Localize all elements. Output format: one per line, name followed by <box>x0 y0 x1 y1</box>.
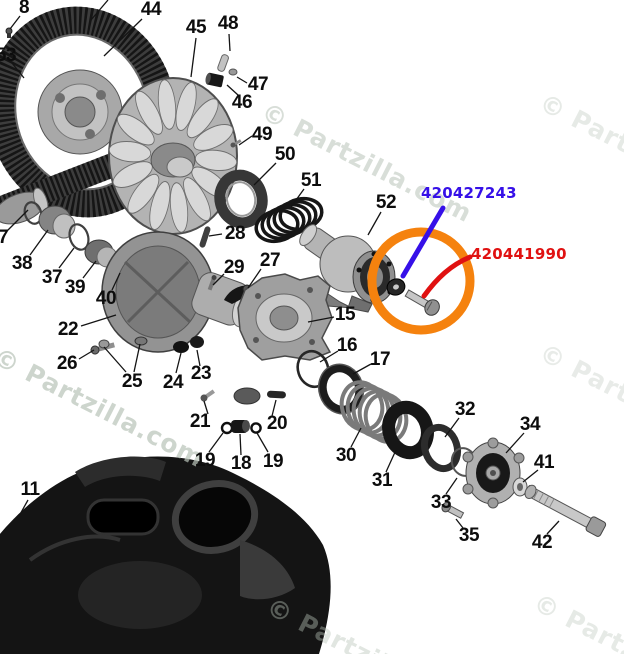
leader-lines <box>6 0 560 535</box>
pin-48 <box>217 54 229 72</box>
roller-46 <box>205 72 224 88</box>
screw-21 <box>200 389 215 402</box>
o-ring-19b <box>250 422 262 434</box>
part-label-40: 40 <box>95 288 117 309</box>
bushing-38 <box>38 205 76 239</box>
part-label-32: 32 <box>454 399 476 420</box>
ring-50 <box>214 169 268 229</box>
part-label-51: 51 <box>300 170 322 191</box>
part-label-29: 29 <box>223 257 245 278</box>
part-label-37: 37 <box>41 267 63 288</box>
screw-29 <box>207 275 217 291</box>
part-label-17: 17 <box>369 349 391 370</box>
part-label-33: 33 <box>430 492 452 513</box>
part-label-52: 52 <box>375 192 397 213</box>
highlight-annotations <box>367 205 475 335</box>
part-label-30: 30 <box>335 445 357 466</box>
part-label-39: 39 <box>64 277 86 298</box>
part-label-50: 50 <box>274 144 296 165</box>
part-label-46: 46 <box>231 92 253 113</box>
part-label-18: 18 <box>230 453 252 474</box>
part-label-42: 42 <box>531 532 553 553</box>
o-ring-7 <box>23 201 43 225</box>
part-label-23: 23 <box>190 363 212 384</box>
part-number-red: 420441990 <box>471 245 567 263</box>
cvt-cover <box>0 456 331 654</box>
part-label-44: 44 <box>140 0 162 20</box>
screw-49 <box>230 139 242 148</box>
spider-15 <box>237 273 333 361</box>
part-label-16: 16 <box>336 335 358 356</box>
pressure-plate-34 <box>462 437 525 509</box>
part-label-20: 20 <box>266 413 288 434</box>
part-label-21: 21 <box>189 411 211 432</box>
part-label-38: 38 <box>11 253 33 274</box>
part-label-19b: 19 <box>262 451 284 472</box>
part-label-24: 24 <box>162 372 184 393</box>
pin-20 <box>266 390 286 399</box>
part-label-22: 22 <box>57 319 79 340</box>
part-label-26: 26 <box>56 353 78 374</box>
spring-51 <box>254 196 324 244</box>
red-pointer-curve <box>421 254 473 299</box>
damper-31 <box>382 400 434 460</box>
part-label-15: 15 <box>334 304 356 325</box>
primary-sheave <box>108 77 238 235</box>
part-label-45: 45 <box>185 17 207 38</box>
o-ring-19a <box>220 421 234 435</box>
hub-stub <box>233 387 261 405</box>
part-label-35: 35 <box>458 525 480 546</box>
washer-25b <box>134 336 148 346</box>
highlight-circle <box>367 227 475 335</box>
part-number-blue: 420427243 <box>421 184 517 202</box>
part-label-34: 34 <box>519 414 541 435</box>
bolt-35 <box>441 501 465 519</box>
part-label-8: 8 <box>18 0 30 18</box>
part-label-31: 31 <box>371 470 393 491</box>
crank-hub <box>37 69 123 155</box>
part-label-19a: 19 <box>194 450 216 471</box>
washer-25a <box>98 339 110 349</box>
roller-18 <box>231 420 250 433</box>
washer-41 <box>512 477 528 497</box>
pin-28 <box>199 226 211 248</box>
screw-8 <box>5 27 13 38</box>
washer-420427243 <box>386 278 406 296</box>
part-label-11: 11 <box>20 479 40 500</box>
washer-47 <box>228 68 238 76</box>
part-label-41: 41 <box>533 452 555 473</box>
bolt-420441990 <box>404 289 440 316</box>
part-label-47: 47 <box>247 74 269 95</box>
blue-pointer-line <box>400 205 446 279</box>
part-label-27: 27 <box>259 250 281 271</box>
part-label-28: 28 <box>224 223 246 244</box>
shaft-42 <box>523 484 607 537</box>
bushing-39 <box>84 239 118 268</box>
part-label-25: 25 <box>121 371 143 392</box>
fixed-sheave-22 <box>101 231 258 353</box>
part-label-48: 48 <box>217 13 239 34</box>
part-label-53: 53 <box>0 45 17 66</box>
part-label-49: 49 <box>251 124 273 145</box>
part-label-7: 7 <box>0 227 9 248</box>
ring-32 <box>420 423 462 473</box>
o-ring-37 <box>68 223 90 251</box>
roller-7 <box>0 187 49 225</box>
